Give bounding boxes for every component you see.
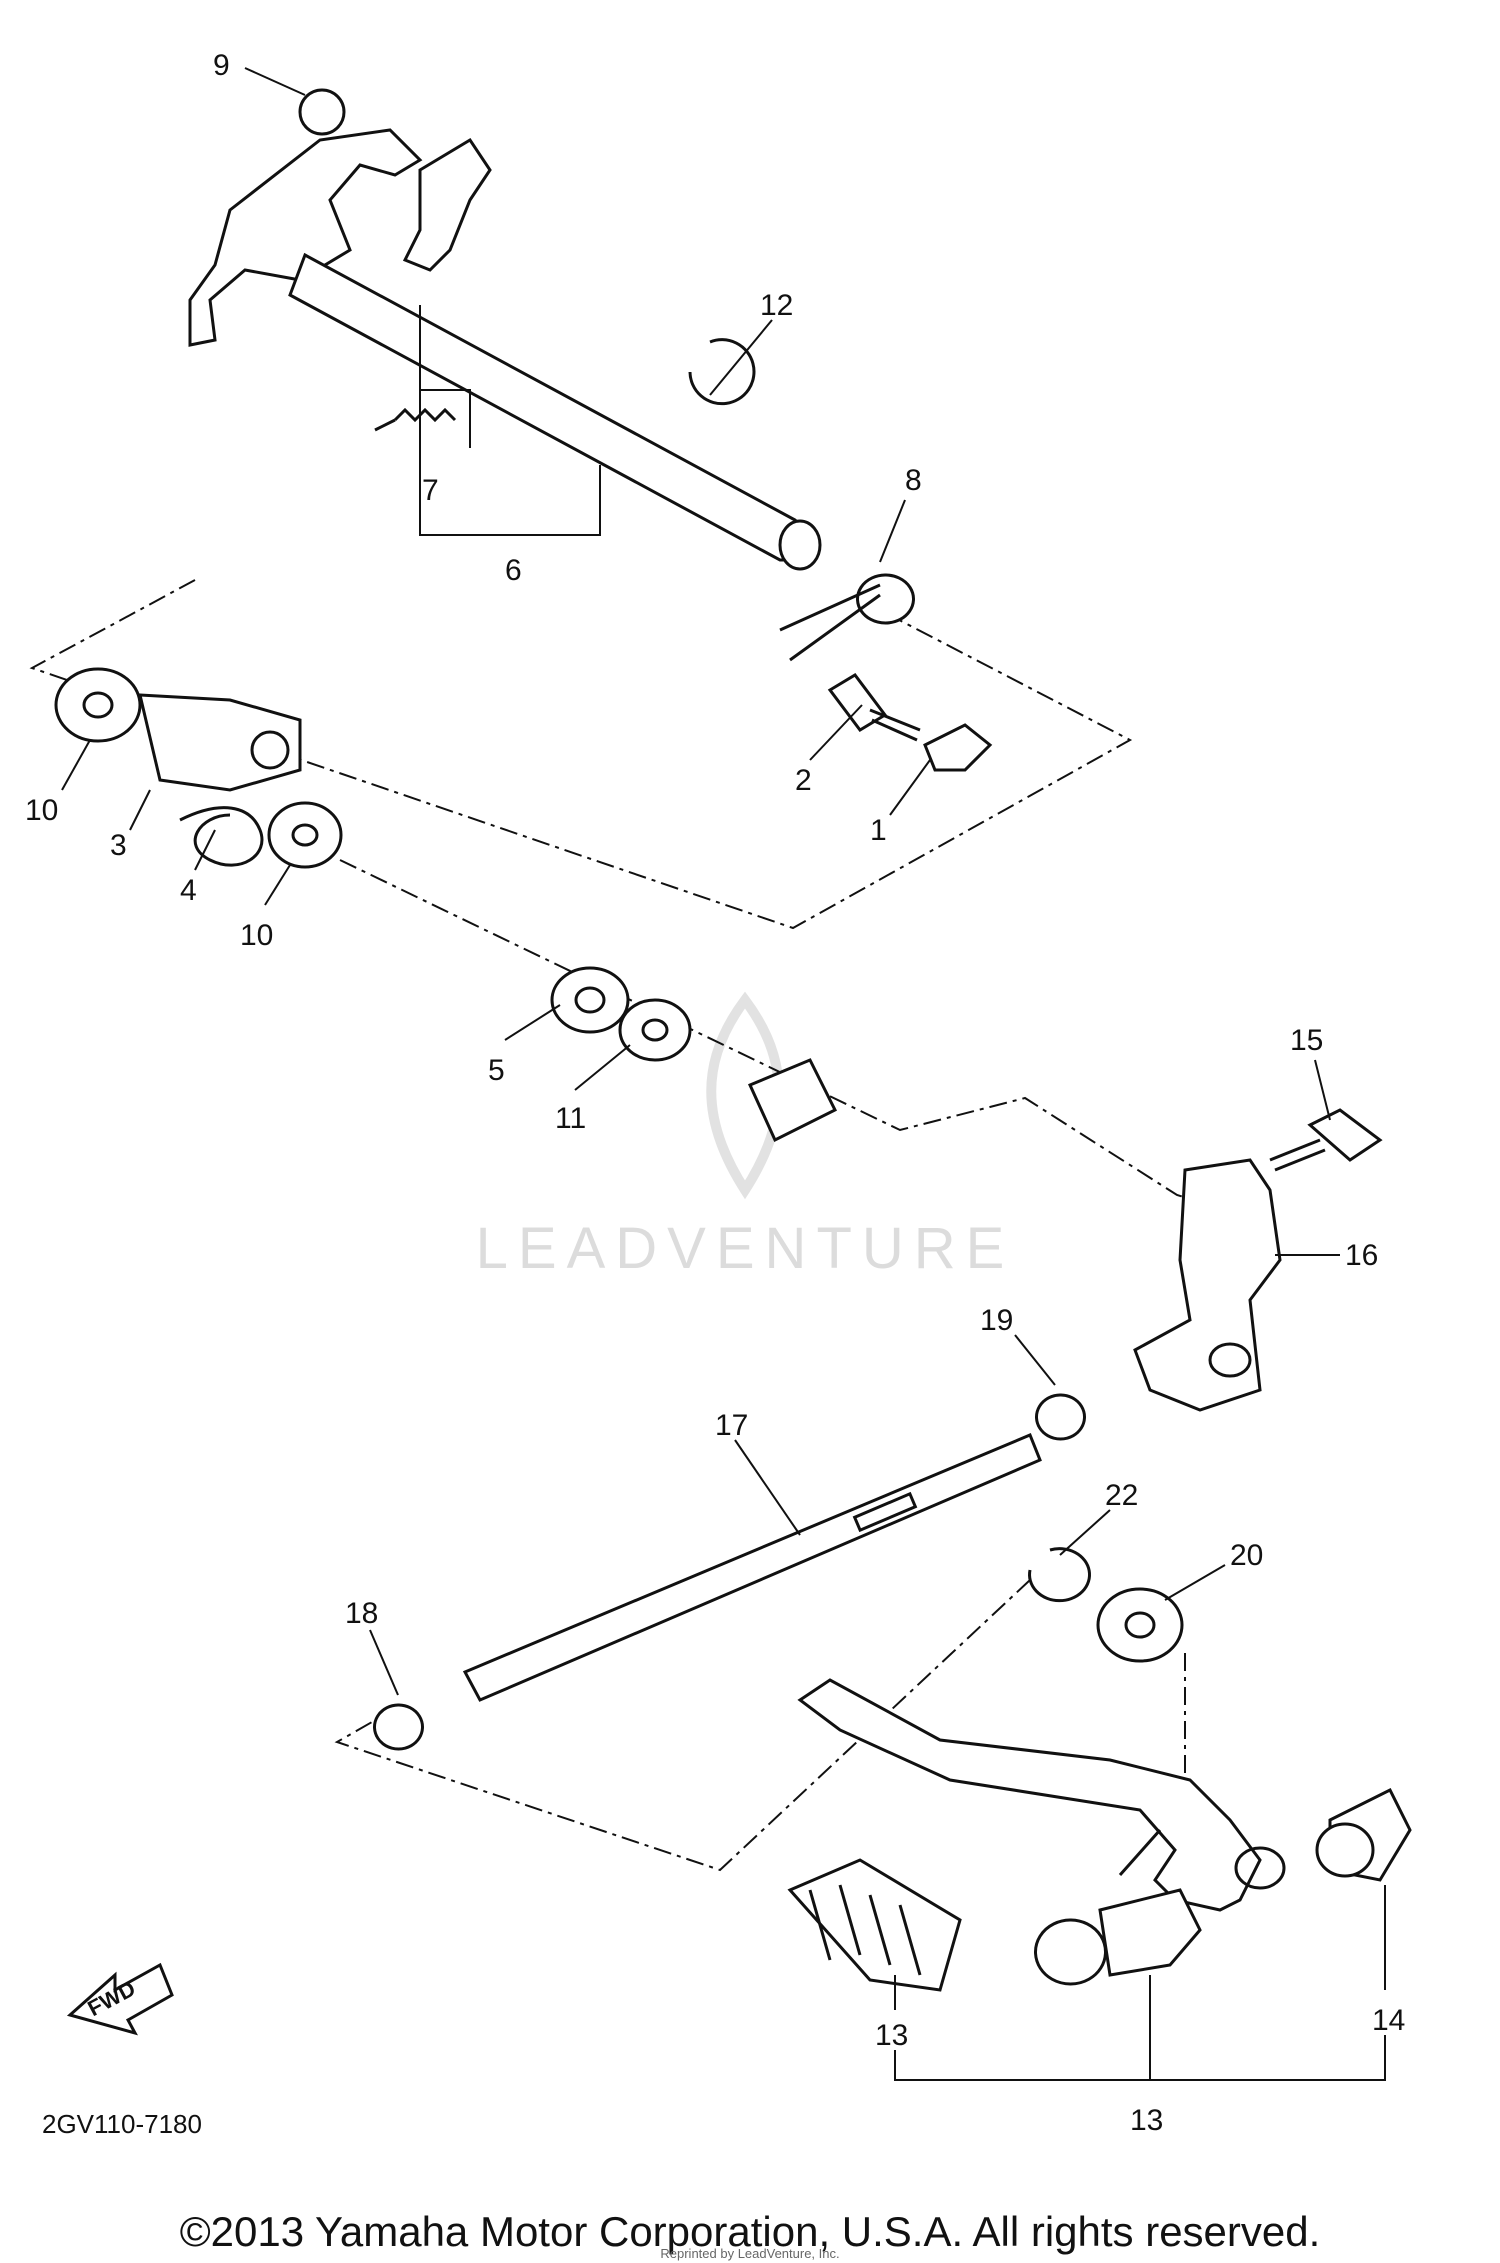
callout-13: 13 [1130, 2104, 1163, 2137]
shaft-spline-end [778, 519, 822, 571]
washer-10-a [54, 667, 142, 743]
washer-21 [1096, 1587, 1184, 1663]
pivot-assembly [550, 966, 1383, 1441]
drawing-code: 2GV110-7180 [42, 2109, 202, 2139]
circlip-12 [688, 338, 756, 406]
pedal-rubber-14 [787, 1858, 962, 1992]
callout-labels: 9 12 8 7 6 2 1 10 3 4 10 5 11 15 16 19 1… [25, 49, 1405, 2139]
callout-16: 15 [1290, 1024, 1323, 1057]
callout-19: 18 [345, 1597, 378, 1630]
stopper-lever-assembly [54, 667, 343, 869]
nut-19 [373, 1703, 424, 1751]
copyright-notice: ©2013 Yamaha Motor Corporation, U.S.A. A… [179, 2208, 1321, 2255]
shift-shaft-assembly [188, 88, 993, 772]
shift-shaft [288, 252, 817, 562]
nut-20 [1035, 1393, 1086, 1441]
callout-15: 14 [1372, 2004, 1405, 2037]
callout-10-b: 10 [240, 919, 273, 952]
callout-6: 6 [505, 554, 522, 587]
fwd-arrow-icon [66, 1962, 174, 2036]
fwd-arrow: FWD [66, 1962, 174, 2036]
callout-1: 1 [870, 814, 887, 847]
stopper-spring-4 [179, 806, 264, 867]
bolt-16-head [1307, 1108, 1383, 1162]
pedal-pivot-13 [1034, 1888, 1202, 1986]
leader-lines [61, 67, 1386, 2081]
callout-20: 19 [980, 1304, 1013, 1337]
shaft-spring [374, 407, 457, 432]
shift-pedal-assembly [373, 1433, 1412, 1992]
callout-12: 12 [760, 289, 793, 322]
shift-guide-hook [402, 137, 492, 272]
callout-21: 20 [1230, 1539, 1263, 1572]
callout-22: 22 [1105, 1479, 1138, 1512]
circlip-22 [1028, 1547, 1091, 1603]
printer-note: Reprinted by LeadVenture, Inc. [660, 2246, 840, 2261]
callout-9: 9 [213, 49, 230, 82]
plate-1 [923, 723, 993, 772]
washer-10-b [267, 801, 343, 869]
callout-2: 2 [795, 764, 812, 797]
pivot-pin [747, 1058, 838, 1143]
spring-8 [856, 573, 915, 625]
callout-8: 8 [905, 464, 922, 497]
callout-18: 17 [715, 1409, 748, 1442]
shift-rod-18 [462, 1433, 1042, 1702]
callout-3: 3 [110, 829, 127, 862]
callout-7: 7 [422, 474, 439, 507]
watermark-text: LEADVENTURE [476, 1216, 1015, 1281]
stopper-lever-3 [138, 693, 302, 792]
callout-14: 13 [875, 2019, 908, 2052]
callout-4: 4 [180, 874, 197, 907]
shift-arm-17 [1133, 1158, 1282, 1412]
callout-10-a: 10 [25, 794, 58, 827]
oil-seal-5 [550, 966, 630, 1034]
watermark: LEADVENTURE [476, 991, 1015, 1281]
callout-17: 16 [1345, 1239, 1378, 1272]
callout-11: 11 [555, 1102, 586, 1135]
shift-pedal-13 [797, 1678, 1262, 1912]
circlip-9 [298, 88, 346, 136]
washer-11 [618, 998, 692, 1062]
callout-5: 5 [488, 1054, 505, 1087]
